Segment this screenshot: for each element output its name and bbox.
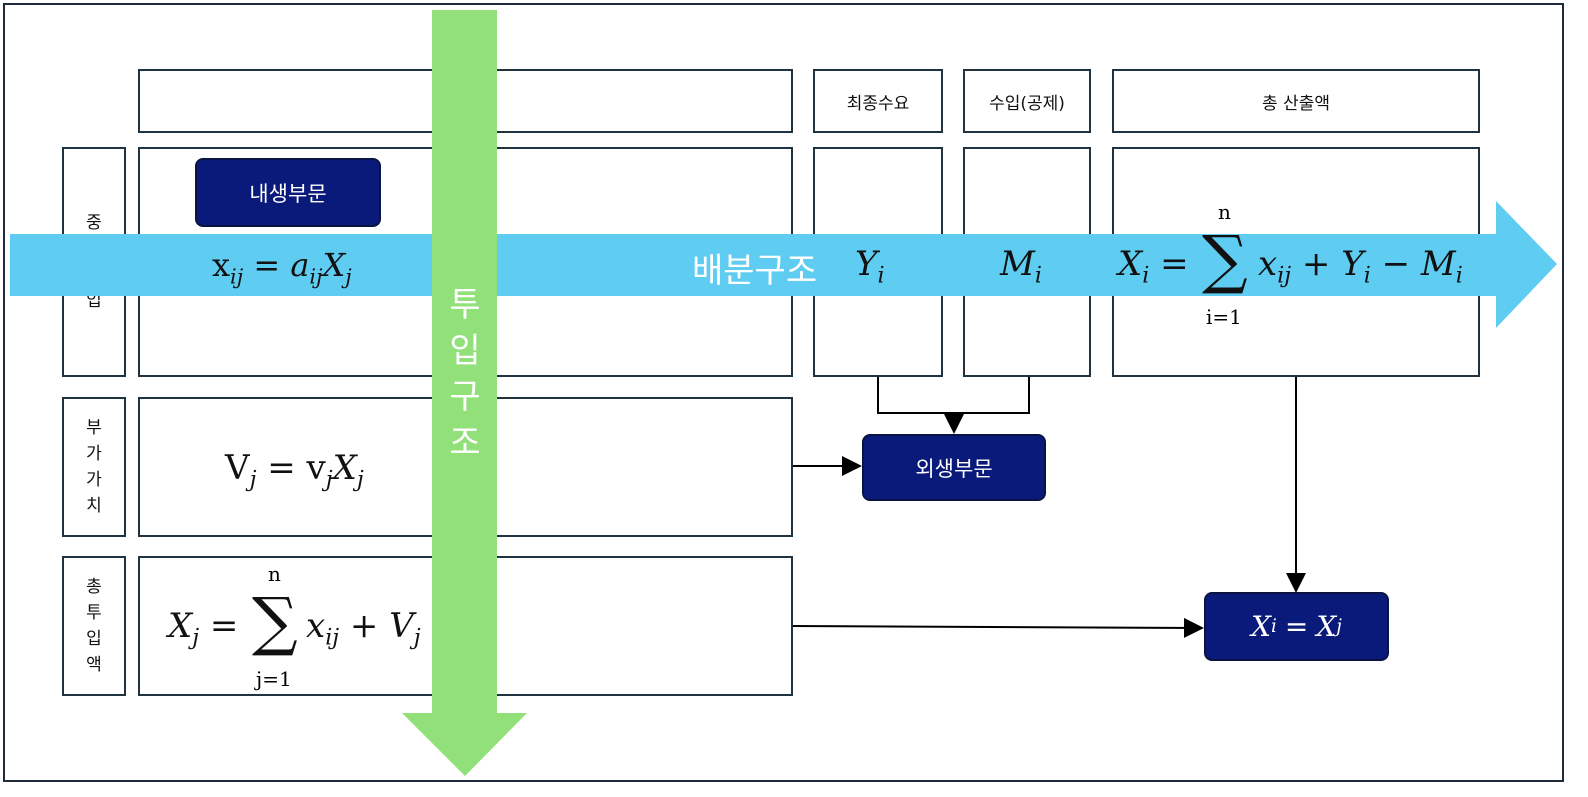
distribution-structure-label: 배분구조: [692, 251, 818, 291]
summation-lower: i=1: [1206, 305, 1242, 329]
row-label-char: 가: [86, 470, 102, 490]
formula-xij: xij = aijXj: [212, 246, 352, 289]
formula-total-input-rhs: xij + Vj: [306, 606, 421, 651]
row-label-char: 중: [86, 213, 102, 233]
diagram-frame: [3, 3, 1564, 782]
summation-upper: n: [268, 562, 281, 586]
formula-total-input: Xj =: [168, 606, 239, 651]
row-label-char: 치: [86, 496, 102, 516]
exogenous-sector-pill: 외생부문: [862, 434, 1046, 501]
input-structure-char: 구: [449, 377, 481, 417]
endogenous-sector-pill: 내생부문: [195, 158, 381, 227]
row-label-char: 총: [86, 577, 102, 597]
formula-value-added: Vj = vjXj: [225, 448, 364, 493]
row-label-char: 투: [86, 603, 102, 623]
formula-total-output-rhs: xij + Yi − Mi: [1258, 244, 1463, 289]
input-structure-char: 입: [449, 331, 481, 371]
formula-yi: Yi: [855, 244, 885, 289]
row-label-total-input: 총 투 입 액: [62, 556, 126, 696]
row-label-char: 부: [86, 418, 102, 438]
row-label-value-added: 부 가 가 치: [62, 397, 126, 537]
input-structure-label: 투 입 구 조: [446, 282, 484, 466]
summation-sign: ∑: [1202, 223, 1248, 297]
summation-lower: j=1: [256, 667, 292, 691]
summation-sign: ∑: [252, 585, 298, 659]
header-final-demand: 최종수요: [813, 69, 943, 133]
row-label-char: 가: [86, 444, 102, 464]
header-total-output: 총 산출액: [1112, 69, 1480, 133]
summation-upper: n: [1218, 200, 1231, 224]
connector-total-input-right: [792, 617, 1204, 638]
input-structure-char: 투: [449, 285, 481, 325]
row-label-char: 액: [86, 655, 102, 675]
row-label-char: 입: [86, 629, 102, 649]
input-structure-char: 조: [449, 423, 481, 463]
header-imports: 수입(공제): [963, 69, 1091, 133]
formula-total-output: Xi =: [1118, 244, 1189, 289]
formula-mi: Mi: [1000, 244, 1042, 289]
